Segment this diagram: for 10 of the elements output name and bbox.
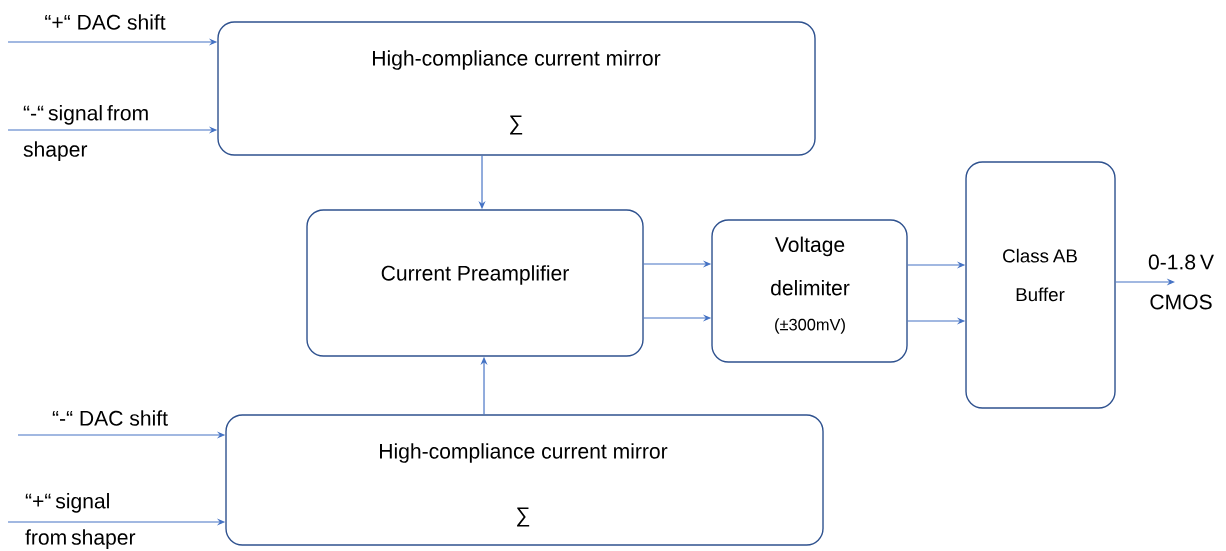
block-box: Class AB Buffer xyxy=(965,161,1116,409)
block-box: High-compliance current mirror ∑ xyxy=(217,21,816,156)
edge-label: 0-1.8 V CMOS xyxy=(1148,254,1214,310)
block-box: High-compliance current mirror ∑ xyxy=(225,414,824,546)
edge-label: “-“ DAC shift xyxy=(52,410,168,426)
edge-label: “+“ signal from shaper xyxy=(25,493,136,549)
edge-label: “+“ DAC shift xyxy=(45,14,166,30)
edge-label: “-“ signal from shaper xyxy=(23,105,148,161)
block-box: Current Preamplifier xyxy=(306,209,644,357)
block-box: Voltage delimiter (±300mV) xyxy=(711,219,908,363)
